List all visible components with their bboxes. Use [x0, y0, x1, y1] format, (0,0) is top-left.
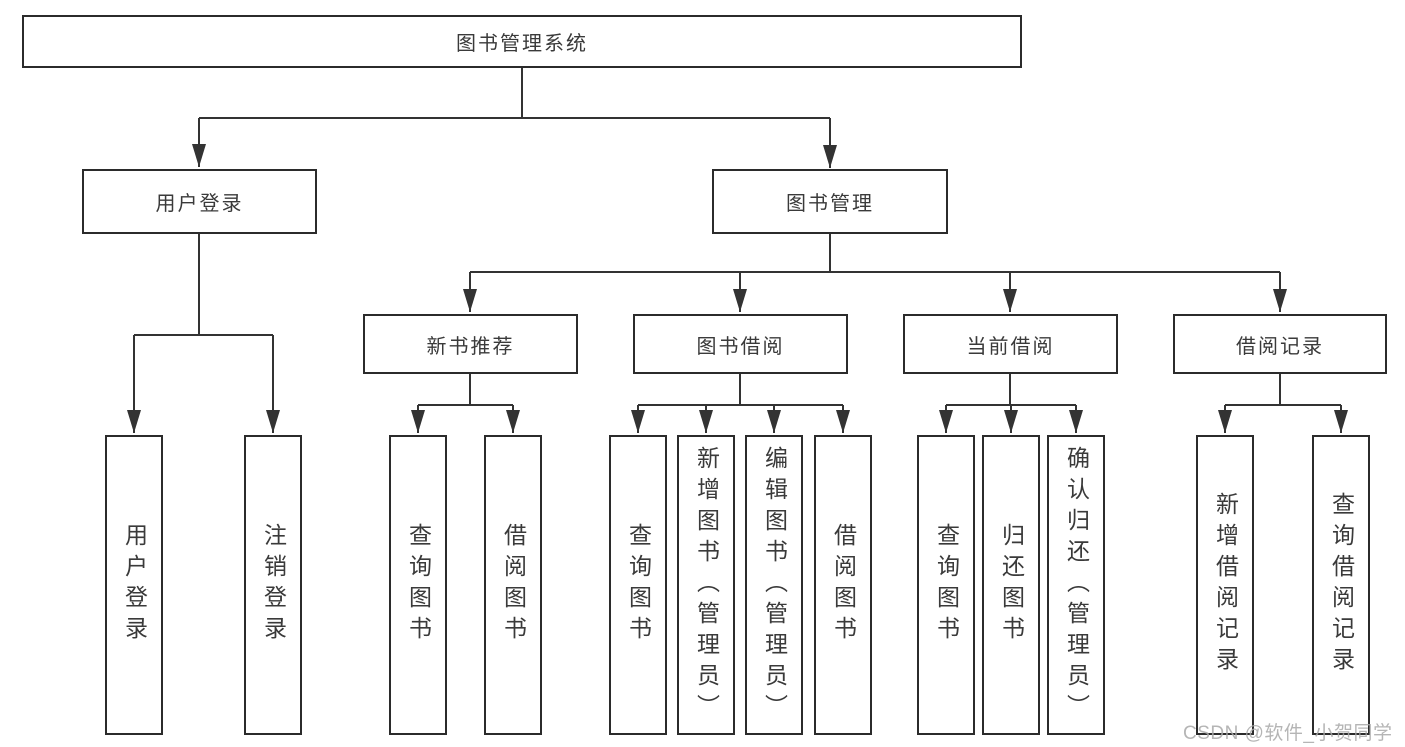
leaf-recommend-query-books: 查询图书: [389, 435, 447, 735]
leaf-borrow-query-books: 查询图书: [609, 435, 667, 735]
node-new-book-recommend: 新书推荐: [363, 314, 578, 374]
csdn-watermark: CSDN @软件_小贺同学: [1183, 723, 1393, 744]
connector-current-borrow-to-leaves: [939, 374, 1083, 433]
leaf-add-borrow-record: 新增借阅记录: [1196, 435, 1254, 735]
node-book-borrow: 图书借阅: [633, 314, 848, 374]
leaf-recommend-borrow-books: 借阅图书: [484, 435, 542, 735]
leaf-add-books-admin: 新增图书（管理员）: [677, 435, 735, 735]
node-user-login: 用户登录: [82, 169, 317, 234]
leaf-logout: 注销登录: [244, 435, 302, 735]
node-current-borrow: 当前借阅: [903, 314, 1118, 374]
leaf-current-query-books: 查询图书: [917, 435, 975, 735]
connector-root-to-level2: [192, 68, 837, 168]
leaf-edit-books-admin: 编辑图书（管理员）: [745, 435, 803, 735]
leaf-user-login: 用户登录: [105, 435, 163, 735]
connector-book-management-to-level3: [463, 234, 1287, 312]
connector-new-book-recommend-to-leaves: [411, 374, 520, 433]
leaf-confirm-return-admin: 确认归还（管理员）: [1047, 435, 1105, 735]
node-book-management: 图书管理: [712, 169, 948, 234]
leaf-borrow-books: 借阅图书: [814, 435, 872, 735]
connector-user-login-to-leaves: [127, 234, 280, 433]
leaf-return-books: 归还图书: [982, 435, 1040, 735]
connector-borrow-records-to-leaves: [1218, 374, 1348, 433]
connector-book-borrow-to-leaves: [631, 374, 850, 433]
leaf-query-borrow-record: 查询借阅记录: [1312, 435, 1370, 735]
node-library-management-system: 图书管理系统: [22, 15, 1022, 68]
node-borrow-records: 借阅记录: [1173, 314, 1387, 374]
